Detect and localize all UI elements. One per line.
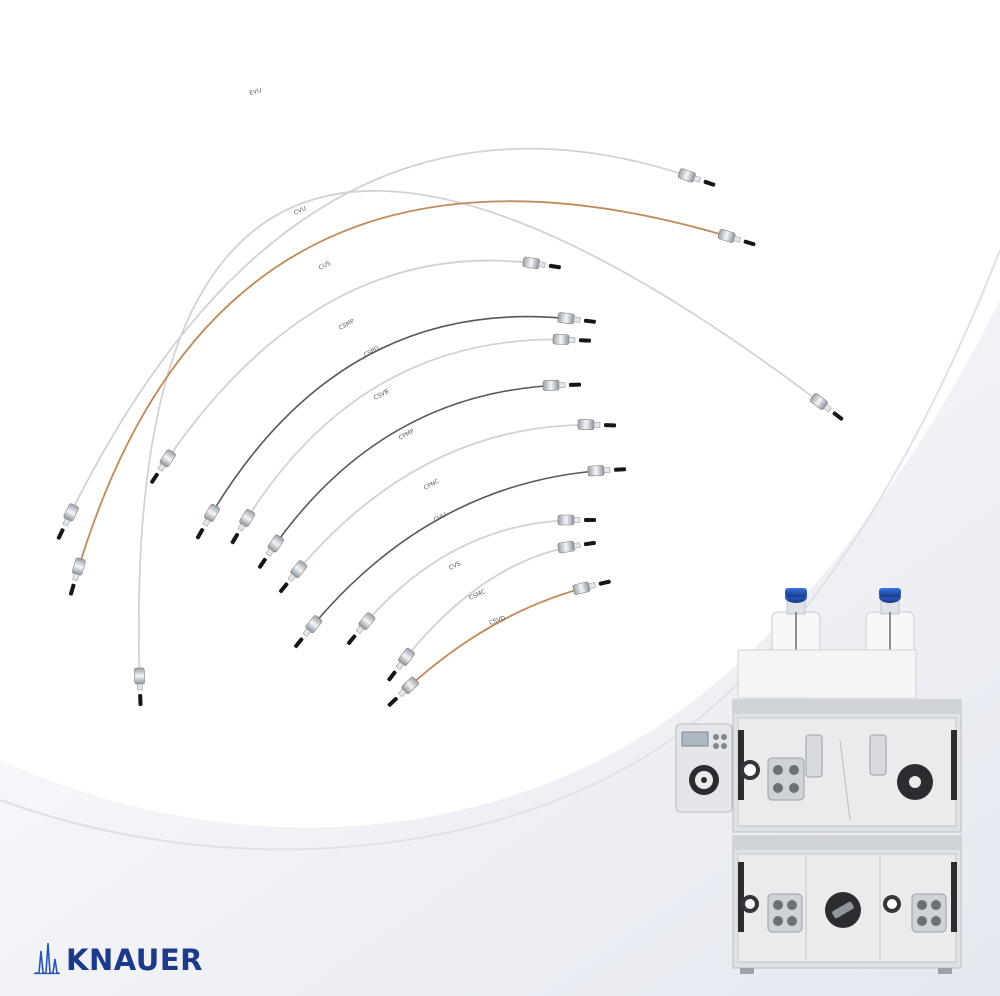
- fitting: [557, 540, 596, 554]
- capillary-tube: CSVD: [387, 579, 611, 707]
- capillary-tube: CPNC: [278, 419, 617, 594]
- capillary-tube: CSVB: [230, 333, 592, 545]
- fitting: [56, 503, 79, 540]
- capillary-label: CSMP: [338, 318, 356, 332]
- fitting: [195, 503, 220, 540]
- capillary-label: EVU: [249, 87, 263, 97]
- capillary-label: CSVB: [373, 388, 391, 402]
- chromatogram-peaks-icon: [34, 942, 60, 975]
- bottle-tray: [737, 649, 917, 699]
- capillary-label: CSPD: [363, 345, 381, 359]
- capillary-tube: CSPD: [195, 312, 596, 540]
- capillary-label: CSVD: [488, 614, 506, 626]
- capillary-tube: CVS: [346, 514, 596, 646]
- capillary-tube: CPMP: [257, 379, 582, 569]
- fitting: [387, 676, 419, 707]
- fitting: [677, 168, 716, 187]
- fitting: [230, 509, 256, 545]
- hplc-system: [675, 588, 962, 974]
- fitting: [68, 557, 86, 596]
- capillary-set: EVU CVU CUS CSMP CSPD CSVB CPMP CPNC CVLI CVS CSMC…: [56, 87, 844, 707]
- capillary-tube: CSMP: [150, 256, 561, 484]
- fitting: [150, 449, 176, 484]
- fitting: [294, 615, 323, 649]
- capillary-label: CPMP: [398, 428, 416, 442]
- fitting: [587, 465, 627, 477]
- capillary-label: CUS: [318, 260, 332, 272]
- capillary-label: CVLI: [433, 511, 448, 524]
- fitting: [387, 647, 415, 682]
- background-wave-edge: [0, 249, 1000, 851]
- capillary-label: CVU: [293, 205, 307, 217]
- fitting: [572, 579, 611, 595]
- capillary-label: CPNC: [423, 478, 441, 492]
- brand-name: KNAUER: [66, 943, 203, 977]
- fitting: [522, 256, 561, 270]
- capillary-label: CVS: [448, 560, 462, 572]
- fitting: [278, 560, 308, 594]
- capillary-tube: CVLI: [294, 465, 627, 649]
- fitting: [557, 514, 596, 526]
- capillary-tube: CSMC: [387, 540, 596, 682]
- fitting: [542, 379, 582, 391]
- knauer-logo: KNAUER: [34, 935, 203, 975]
- fitting: [552, 333, 592, 345]
- capillary-tube: CVU: [68, 200, 756, 596]
- fitting: [557, 312, 596, 325]
- fitting: [717, 228, 756, 247]
- capillary-tube: EVU: [133, 87, 844, 707]
- capillary-label: CSMC: [468, 588, 487, 601]
- fitting: [577, 419, 617, 431]
- capillary-tube: CUS: [56, 147, 716, 540]
- fitting: [809, 393, 844, 421]
- fitting: [133, 667, 146, 707]
- fitting: [257, 534, 285, 569]
- fitting: [346, 612, 376, 646]
